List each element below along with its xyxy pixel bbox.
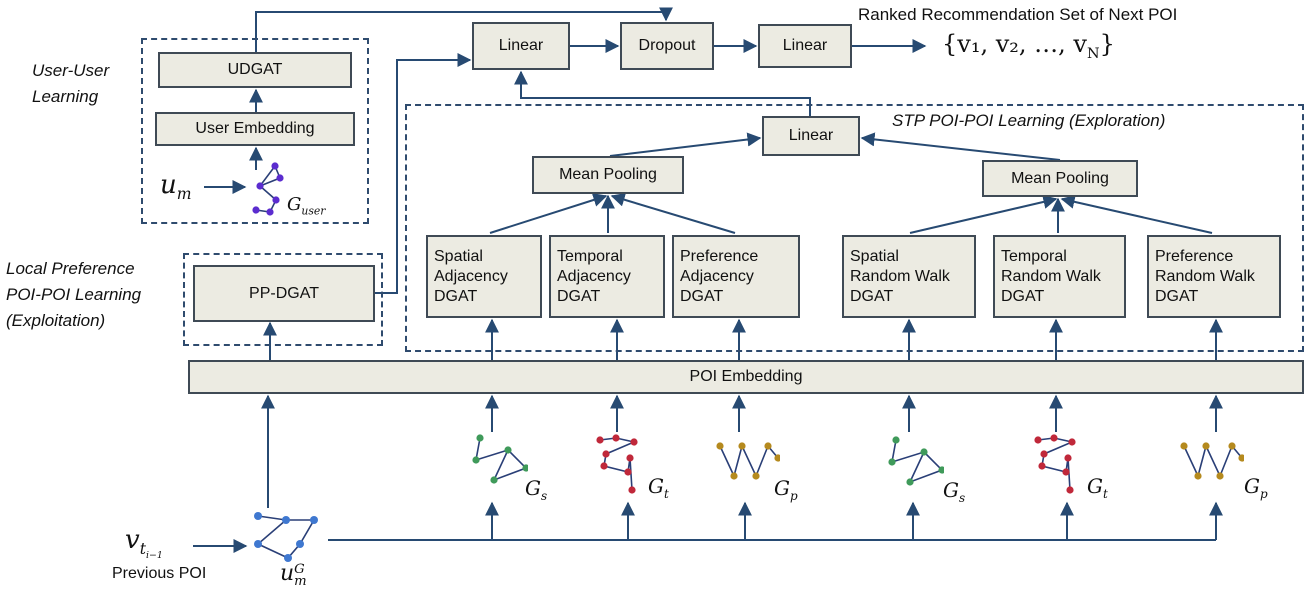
user-user-learning-label: User-User Learning xyxy=(32,61,110,106)
g-t-symbol-2: Gt xyxy=(1087,474,1108,501)
preference-graph-icon-2 xyxy=(1180,442,1244,480)
v-previous-symbol: vti−1 xyxy=(125,525,163,562)
g-p-symbol-2: Gp xyxy=(1244,474,1268,501)
user-graph-icon xyxy=(252,162,284,216)
spatial-adjacency-dgat-block: Spatial Adjacency DGAT xyxy=(426,235,542,318)
user-user-frame xyxy=(141,38,369,224)
pp-dgat-block: PP-DGAT xyxy=(193,265,375,322)
spatial-graph-icon-1 xyxy=(472,434,528,484)
query-graph-icon xyxy=(254,512,318,562)
local-preference-label: Local Preference POI-POI Learning (Explo… xyxy=(6,259,142,330)
preference-graph-icon-1 xyxy=(716,442,780,480)
temporal-random-walk-dgat-block: Temporal Random Walk DGAT xyxy=(993,235,1126,318)
udgat-block: UDGAT xyxy=(158,52,352,88)
mean-pooling-left-block: Mean Pooling xyxy=(532,156,684,194)
previous-poi-label: Previous POI xyxy=(112,565,207,582)
preference-adjacency-dgat-block: Preference Adjacency DGAT xyxy=(672,235,800,318)
user-embedding-block: User Embedding xyxy=(155,112,355,146)
g-s-symbol-2: Gs xyxy=(943,478,966,505)
dropout-block: Dropout xyxy=(620,22,714,70)
arrow-spatial-rw-to-pool xyxy=(909,195,1058,234)
stp-learning-label: STP POI-POI Learning (Exploration) xyxy=(892,111,1166,130)
output-set-label: {v₁, v₂, …, vN} xyxy=(942,30,1115,62)
arrow-meanpool-right-to-linear xyxy=(860,132,1061,161)
linear-top-block: Linear xyxy=(472,22,570,70)
arrow-pref-adj-to-pool xyxy=(610,192,736,234)
temporal-graph-icon-1 xyxy=(596,434,638,494)
g-p-symbol-1: Gp xyxy=(774,476,798,503)
spatial-random-walk-dgat-block: Spatial Random Walk DGAT xyxy=(842,235,976,318)
poi-embedding-block: POI Embedding xyxy=(188,360,1304,394)
linear-output-block: Linear xyxy=(758,24,852,68)
u-m-symbol: um xyxy=(160,170,192,204)
spatial-graph-icon-2 xyxy=(888,436,944,486)
local-preference-frame xyxy=(183,253,383,346)
arrow-pref-rw-to-pool xyxy=(1060,194,1213,234)
stp-frame xyxy=(405,104,1304,352)
arrow-udgat-to-dropout xyxy=(255,7,673,52)
temporal-graph-icon-2 xyxy=(1034,434,1076,494)
temporal-adjacency-dgat-block: Temporal Adjacency DGAT xyxy=(549,235,665,318)
mean-pooling-right-block: Mean Pooling xyxy=(982,160,1138,197)
ranked-recommendation-label: Ranked Recommendation Set of Next POI xyxy=(858,5,1178,24)
arrow-spatial-adj-to-pool xyxy=(489,193,608,234)
g-s-symbol-1: Gs xyxy=(525,476,548,503)
arrow-stp-linear-to-linear xyxy=(514,70,811,116)
preference-random-walk-dgat-block: Preference Random Walk DGAT xyxy=(1147,235,1281,318)
arrow-ppdgat-to-linear xyxy=(375,53,472,294)
g-user-symbol: Guser xyxy=(287,194,326,218)
arrow-meanpool-left-to-linear xyxy=(609,132,762,157)
linear-stp-block: Linear xyxy=(762,116,860,156)
g-t-symbol-1: Gt xyxy=(648,474,669,501)
